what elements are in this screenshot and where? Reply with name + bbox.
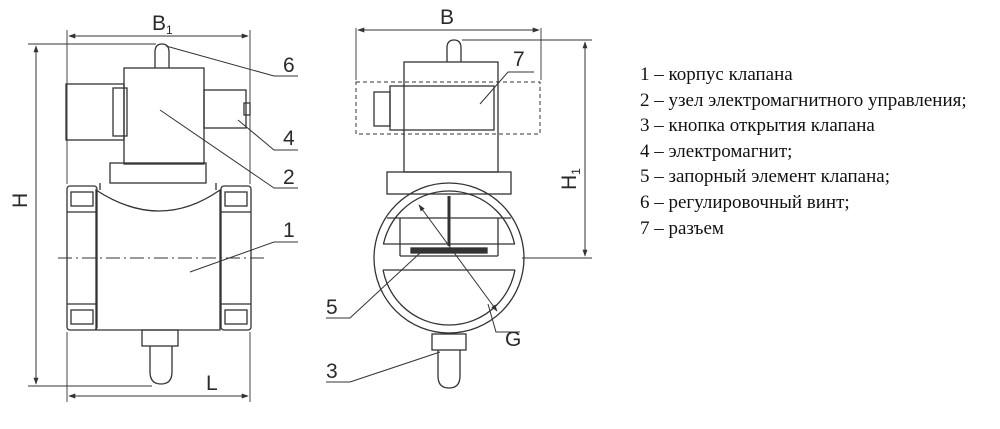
legend-item-7: 7 – разъем (640, 217, 724, 239)
legend-item-4: 4 – электромагнит; (640, 140, 793, 162)
opening-button (149, 346, 173, 385)
dim-b-label: B (440, 6, 454, 29)
dim-h-label: H (9, 193, 32, 208)
callout-5: 5 (326, 296, 338, 319)
dim-b1-label: B1 (152, 12, 173, 37)
legend-item-1: 1 – корпус клапана (640, 64, 793, 85)
leader-2 (159, 109, 298, 189)
connector-dashed (355, 81, 541, 135)
left-flange (66, 185, 98, 331)
adjusting-screw (154, 43, 170, 68)
callout-1: 1 (283, 219, 295, 242)
callout-3: 3 (326, 360, 338, 383)
leader-4 (237, 119, 298, 151)
callout-7: 7 (513, 48, 525, 71)
legend-item-5: 5 – запорный элемент клапана; (640, 166, 890, 188)
front-view (326, 27, 592, 389)
dim-g-label: G (505, 328, 521, 351)
electromagnet-coil (65, 83, 125, 141)
connector (389, 85, 495, 131)
leader-3 (326, 351, 441, 383)
legend-item-6: 6 – регулировочный винт; (640, 191, 850, 213)
callout-4: 4 (283, 127, 295, 150)
legend: 1 – корпус клапана 2 – узел электромагни… (640, 62, 995, 241)
leader-g (487, 303, 520, 333)
callout-2: 2 (283, 166, 295, 189)
right-flange (220, 185, 252, 331)
side-view (28, 30, 298, 402)
leader-7 (479, 71, 534, 105)
dim-h1-label: H1 (558, 168, 583, 190)
leader-6 (165, 45, 298, 77)
leader-5 (326, 252, 421, 319)
legend-item-2: 2 – узел электромагнитного управления; (640, 89, 967, 111)
control-unit (123, 67, 205, 165)
dim-l-label: L (206, 372, 218, 395)
callout-6: 6 (283, 54, 295, 77)
leader-1 (189, 241, 298, 273)
closing-element (410, 247, 488, 254)
valve-body (95, 188, 221, 331)
drawing-labels: B1 H L B H1 G 1 2 3 4 5 6 7 (9, 6, 583, 395)
legend-item-3: 3 – кнопка открытия клапана (640, 115, 875, 137)
